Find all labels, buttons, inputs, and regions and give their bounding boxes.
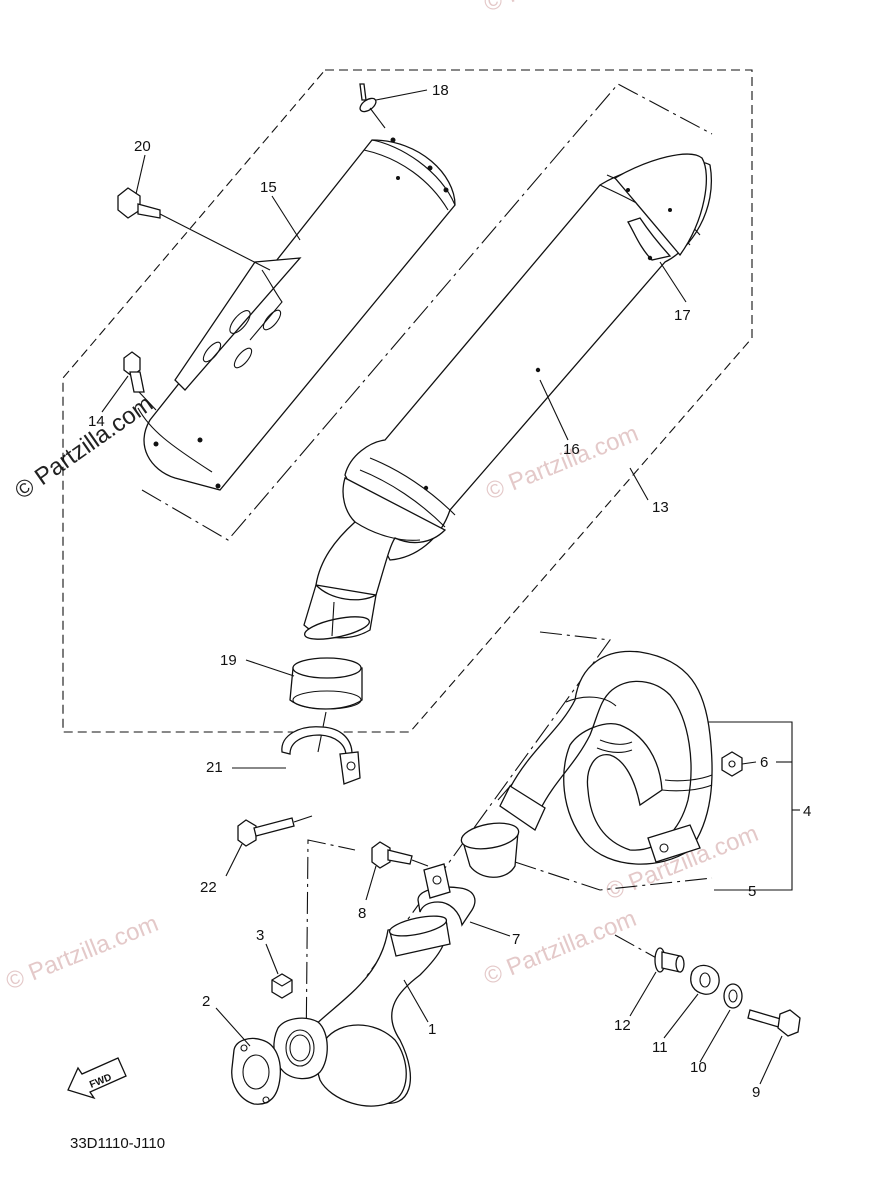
- callout-3: 3: [256, 927, 264, 944]
- collar-12: [654, 947, 685, 973]
- muffler-end-cap: [613, 153, 708, 257]
- gasket-5-outline: [514, 861, 713, 891]
- exhaust-pipe-4: [497, 650, 713, 865]
- callout-10: 10: [690, 1059, 707, 1076]
- callout-17: 17: [674, 307, 691, 324]
- washer-10: [723, 983, 743, 1009]
- bolt-14: [123, 351, 157, 411]
- muffler-protector: [137, 137, 456, 491]
- callout-18: 18: [432, 82, 449, 99]
- callout-19: 19: [220, 652, 237, 669]
- callout-21: 21: [206, 759, 223, 776]
- callouts: 18 20 15 17 14 16 13 19 21 6 4 22 5 8 7 …: [88, 82, 811, 1101]
- damper-11: [690, 964, 720, 995]
- watermark: © Partzilla.com: [0, 0, 112, 16]
- callout-16: 16: [563, 441, 580, 458]
- watermark-foreground: © Partzilla.com: [10, 390, 158, 505]
- callout-11: 11: [652, 1039, 668, 1056]
- forward-arrow-icon: FWD: [67, 1057, 127, 1100]
- pipe-outlet-end: [499, 785, 546, 831]
- callout-12: 12: [614, 1017, 631, 1034]
- clamp-7: [417, 863, 476, 927]
- callout-7: 7: [512, 931, 520, 948]
- exhaust-header-1: [273, 915, 451, 1107]
- muffler-body-outline: [141, 83, 713, 541]
- fitting-group-outline: [614, 934, 661, 961]
- callout-5: 5: [748, 883, 756, 900]
- callout-14: 14: [88, 413, 105, 430]
- callout-15: 15: [260, 179, 277, 196]
- bolt-22: [237, 815, 313, 847]
- protector-plate: [174, 257, 302, 391]
- callout-20: 20: [134, 138, 151, 155]
- end-cap-bracket: [627, 217, 672, 261]
- gasket-plate-2: [231, 1037, 282, 1105]
- gasket-sleeve-19: [289, 657, 363, 753]
- nut-3: [271, 973, 293, 999]
- bolt-20: [117, 187, 271, 271]
- pipe-mount-bracket: [647, 824, 701, 863]
- muffler-inlet-bend: [315, 477, 447, 596]
- drawing-code: 33D1110-J110: [70, 1135, 165, 1152]
- header-flange-plate: [273, 1017, 328, 1080]
- callout-6: 6: [760, 754, 768, 771]
- callout-2: 2: [202, 993, 210, 1010]
- watermark: © Partzilla.com: [480, 0, 640, 18]
- nut-6: [721, 751, 743, 777]
- callout-22: 22: [200, 879, 217, 896]
- callout-13: 13: [652, 499, 669, 516]
- gasket-5: [460, 822, 520, 878]
- callout-9: 9: [752, 1084, 760, 1101]
- watermark: © Partzilla.com: [480, 905, 640, 991]
- bolt-8: [371, 841, 429, 869]
- callout-4: 4: [803, 803, 811, 820]
- header-flange-bulb: [316, 1024, 407, 1107]
- bolt-9: [747, 1009, 801, 1037]
- callout-8: 8: [358, 905, 366, 922]
- clamp-21: [281, 726, 361, 785]
- rivet-18: [359, 83, 386, 129]
- leader-lines: [101, 89, 800, 1085]
- watermark: © Partzilla.com: [2, 910, 162, 996]
- muffler-assembly-boundary: [62, 69, 753, 733]
- callout-1: 1: [428, 1021, 436, 1038]
- muffler-body: [303, 153, 712, 640]
